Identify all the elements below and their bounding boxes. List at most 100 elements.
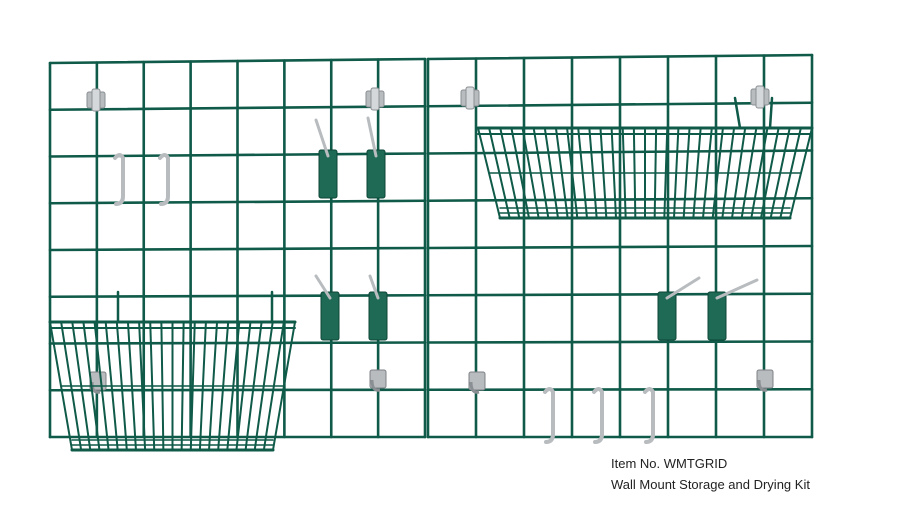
left-panel-hwire xyxy=(48,57,427,65)
left-panel-hwire xyxy=(48,246,427,252)
right-wire-basket-wire xyxy=(510,127,530,219)
left-wire-basket-wire xyxy=(217,321,230,451)
left-wire-basket-wire xyxy=(71,321,92,451)
peg-hook xyxy=(707,278,759,341)
right-wire-basket-wire xyxy=(588,127,598,219)
left-wire-basket-wire xyxy=(198,321,207,451)
right-wire-basket-wire xyxy=(682,127,691,219)
peg-hook-rod xyxy=(314,118,330,158)
left-wire-basket-wire xyxy=(180,321,185,451)
clip-tab xyxy=(465,86,475,110)
peg-hook-body xyxy=(657,291,677,341)
right-wire-basket-wire xyxy=(577,127,588,219)
left-wire-basket-wire xyxy=(272,321,296,451)
basket-hanger xyxy=(733,96,742,130)
j-hook-curl xyxy=(757,379,768,392)
right-panel-hwire xyxy=(426,292,814,297)
j-hook-curl xyxy=(370,379,381,392)
peg-hook-body xyxy=(318,149,338,199)
right-wire-basket-wire xyxy=(621,127,627,219)
right-wire-basket-wire xyxy=(566,127,579,219)
left-wire-basket-wire xyxy=(60,321,83,451)
right-wire-basket-wire xyxy=(760,127,780,219)
left-wire-basket-wire xyxy=(208,321,219,451)
mounting-clip xyxy=(750,85,770,109)
accessories xyxy=(48,85,814,452)
right-wire-basket-wire xyxy=(663,127,669,219)
left-wire-basket-wire xyxy=(235,321,252,451)
j-hook-plate xyxy=(756,369,774,389)
left-panel-hwire xyxy=(48,104,427,112)
right-wire-basket-wire xyxy=(789,127,813,219)
j-hook-plate xyxy=(369,369,387,389)
right-wire-basket-wire xyxy=(499,127,521,219)
left-wire-basket-wire xyxy=(138,321,147,451)
s-hook-wire xyxy=(543,387,555,444)
right-panel-hwire xyxy=(426,340,814,344)
left-panel-hwire xyxy=(48,388,427,392)
left-wire-basket-wire xyxy=(189,321,196,451)
peg-hook xyxy=(314,274,340,341)
right-wire-basket-wire xyxy=(740,127,758,219)
right-wire-basket-wire xyxy=(632,127,637,219)
right-wire-basket-wire xyxy=(610,127,617,219)
left-wire-basket-wire xyxy=(82,321,101,451)
s-hook xyxy=(643,387,655,444)
peg-hook-rod xyxy=(368,274,380,300)
right-wire-basket-wire xyxy=(543,127,559,219)
j-hook xyxy=(756,369,774,392)
right-panel-hwire xyxy=(426,101,814,108)
right-wire-basket-wire xyxy=(554,127,569,219)
clip-tab xyxy=(755,85,765,109)
peg-hook-body xyxy=(320,291,340,341)
mounting-clip xyxy=(460,86,480,110)
peg-hook-rod xyxy=(715,278,759,300)
right-wire-basket-wire xyxy=(532,127,550,219)
right-wire-basket-wire xyxy=(599,127,608,219)
s-hook xyxy=(592,387,604,444)
right-panel-hwire xyxy=(426,53,814,61)
clip-tab xyxy=(370,87,380,111)
left-wire-basket-wire xyxy=(244,321,263,451)
left-wire-basket-wire xyxy=(253,321,274,451)
j-hook xyxy=(468,371,486,394)
left-wire-basket xyxy=(48,290,297,452)
left-panel-hwire xyxy=(48,152,427,158)
right-panel-hwire xyxy=(426,244,814,250)
left-wire-basket-wire xyxy=(226,321,241,451)
s-hook xyxy=(158,153,170,206)
basket-hanger xyxy=(768,96,774,130)
right-wire-basket-wire xyxy=(702,127,713,219)
item-number-text: Item No. WMTGRID xyxy=(611,456,728,471)
left-panel-hwire xyxy=(48,293,427,299)
left-wire-basket-wire xyxy=(93,321,110,451)
right-wire-basket-wire xyxy=(673,127,680,219)
right-panel-hwire xyxy=(426,196,814,203)
right-wire-basket-wire xyxy=(731,127,747,219)
right-panel-hwire xyxy=(426,387,814,392)
left-wire-basket-wire xyxy=(262,321,285,451)
product-title-text: Wall Mount Storage and Drying Kit xyxy=(611,477,810,492)
clip-tab xyxy=(91,88,101,112)
s-hook-wire xyxy=(113,153,125,206)
left-wire-basket-wire xyxy=(126,321,137,451)
peg-hook xyxy=(314,118,338,199)
right-panel-hwire xyxy=(426,149,814,155)
right-wire-basket-wire xyxy=(521,127,540,219)
s-hook-wire xyxy=(643,387,655,444)
peg-hook-rod xyxy=(366,116,378,158)
mounting-clip xyxy=(86,88,106,112)
peg-hook-body xyxy=(707,291,727,341)
peg-hook-rod xyxy=(314,274,332,300)
right-wire-basket-wire xyxy=(711,127,724,219)
right-wire-basket xyxy=(476,96,814,220)
mounting-clip xyxy=(365,87,385,111)
left-wire-basket-wire xyxy=(104,321,119,451)
s-hook xyxy=(113,153,125,206)
peg-hook xyxy=(657,276,701,341)
j-hook-curl xyxy=(469,381,480,394)
right-wire-basket-wire xyxy=(488,127,511,219)
j-hook-plate xyxy=(468,371,486,391)
peg-hook-body xyxy=(368,291,388,341)
